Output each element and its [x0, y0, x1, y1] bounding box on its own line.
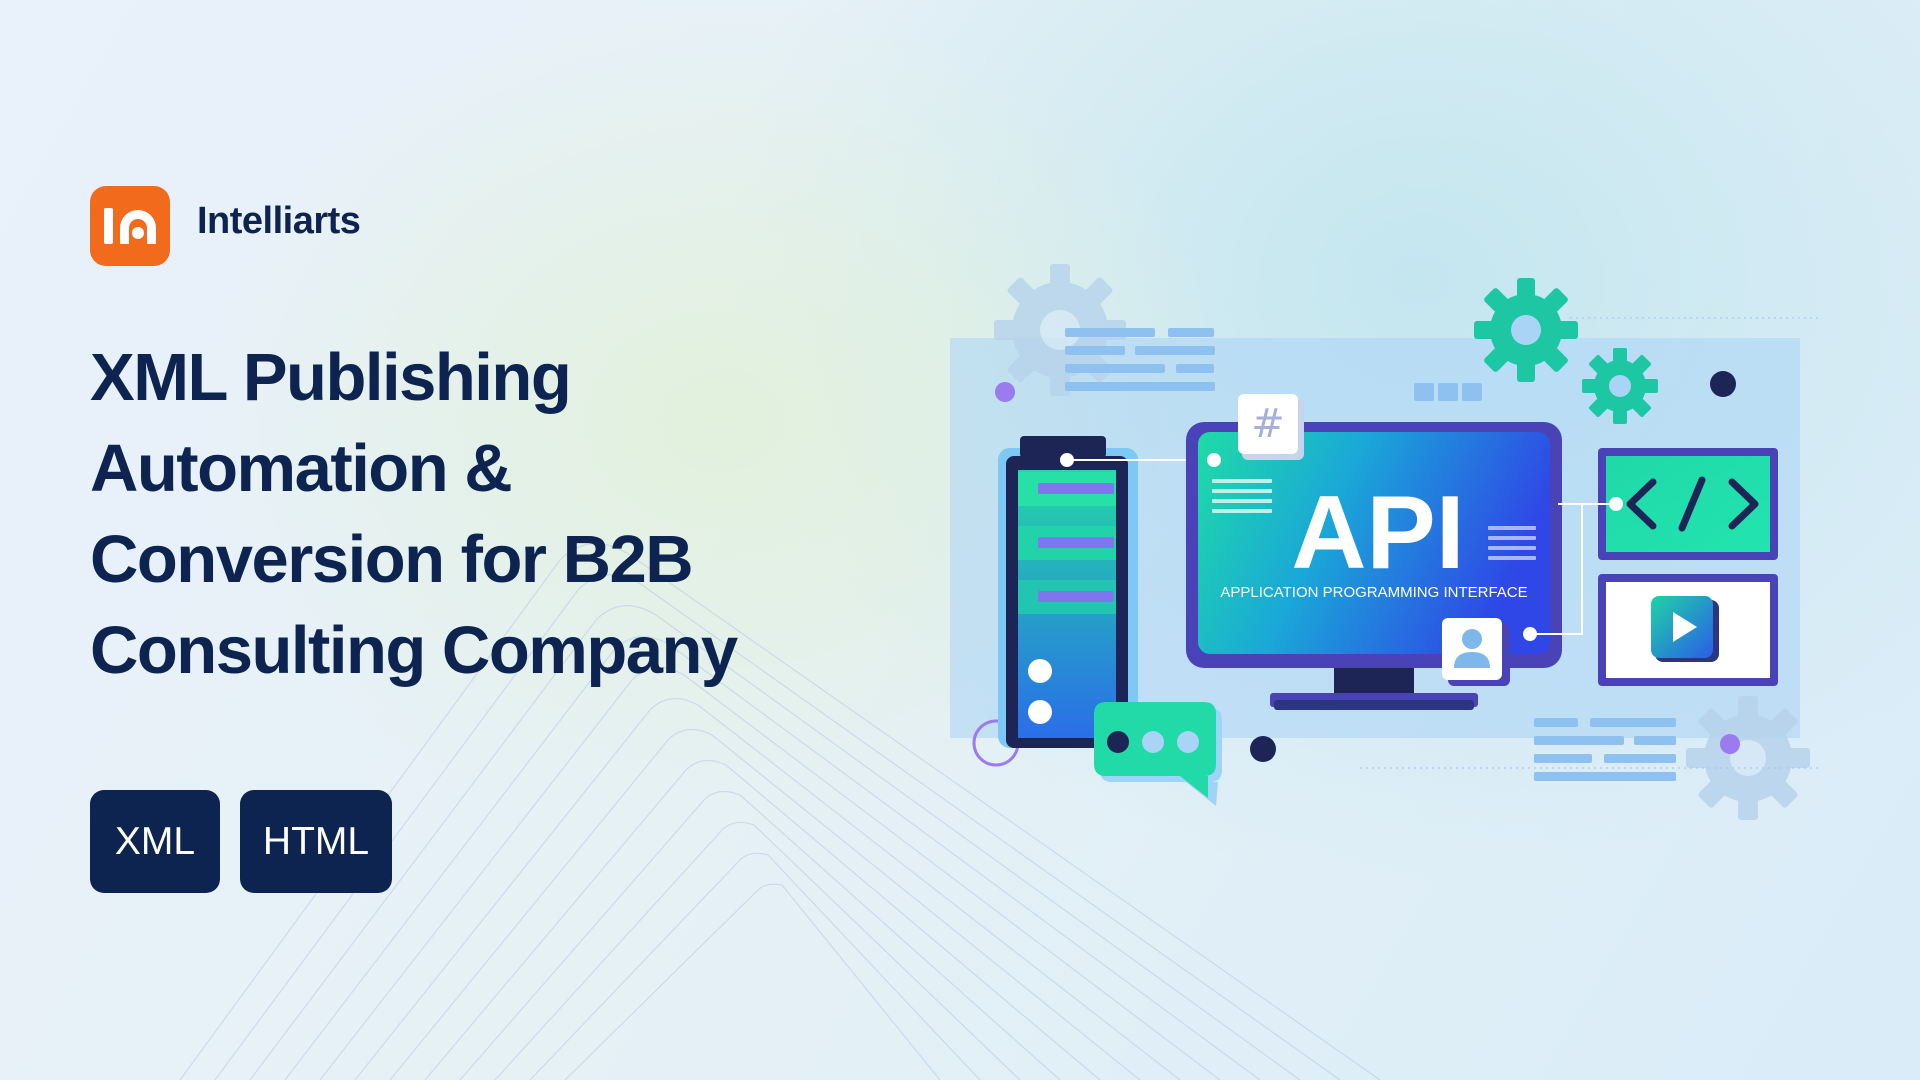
api-title: API — [1291, 475, 1464, 591]
headline-line: Conversion for B2B — [90, 522, 694, 597]
server-tower — [998, 436, 1138, 748]
hashtag-icon: # — [1238, 394, 1304, 460]
video-window — [1598, 574, 1778, 686]
gear-icon — [1582, 348, 1658, 424]
brand-name: Intelliarts — [197, 200, 361, 242]
api-subtitle: APPLICATION PROGRAMMING INTERFACE — [1220, 584, 1527, 601]
text-lines-decoration — [1534, 718, 1676, 781]
dot-decoration — [995, 382, 1015, 402]
code-window — [1598, 448, 1778, 560]
play-icon — [1673, 612, 1697, 642]
tag-html: HTML — [240, 790, 392, 893]
dot-decoration — [1720, 734, 1740, 754]
ia-logo-icon — [104, 208, 156, 244]
monitor: API APPLICATION PROGRAMMING INTERFACE — [1186, 422, 1562, 710]
block-decoration — [1414, 383, 1482, 401]
page-headline: XML Publishing Automation & Conversion f… — [90, 332, 810, 696]
api-illustration: API APPLICATION PROGRAMMING INTERFACE # — [950, 264, 1820, 820]
brand-logo — [90, 186, 170, 266]
dot-decoration — [1250, 736, 1276, 762]
user-avatar-icon — [1442, 618, 1510, 686]
tag-list: XML HTML — [90, 790, 392, 893]
headline-line: XML Publishing — [90, 340, 572, 415]
text-lines-decoration — [1065, 328, 1215, 391]
headline-line: Consulting Company — [90, 613, 738, 688]
headline-line: Automation & — [90, 431, 513, 506]
tag-xml: XML — [90, 790, 220, 893]
gear-icon — [1474, 278, 1578, 382]
svg-text:#: # — [1251, 401, 1285, 447]
dot-decoration — [1710, 371, 1736, 397]
chat-bubble-icon — [1094, 702, 1222, 806]
